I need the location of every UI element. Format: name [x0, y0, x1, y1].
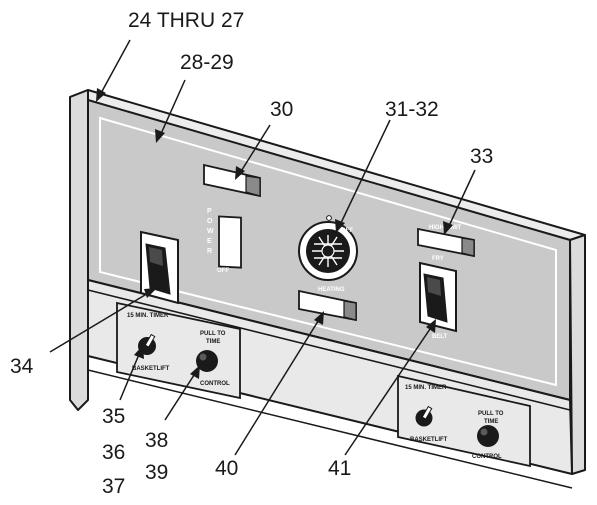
callout-31-32: 31-32	[385, 98, 439, 121]
housing-outline	[69, 89, 89, 411]
callout-40: 40	[215, 457, 239, 480]
arrow-34	[144, 288, 157, 298]
belt-label: BELT	[432, 334, 448, 340]
left-timer-title: 15 MIN. TIMER	[127, 313, 169, 319]
callout-41: 41	[328, 457, 352, 480]
shelf-edge-line	[87, 289, 571, 411]
callout-38: 38	[145, 429, 169, 452]
leader-28-29	[159, 79, 186, 137]
fry-belt-rocker-highlight	[427, 277, 441, 296]
power-label-w: W	[207, 228, 214, 235]
right-timer-pull-to: PULL TO	[478, 411, 504, 417]
thermostat-center	[321, 244, 335, 258]
leader-35	[119, 351, 141, 401]
high-limit-indicator-shadow	[461, 237, 475, 257]
power-off-label: OFF	[217, 268, 229, 274]
arrow-41	[426, 319, 436, 333]
left-timer-time: TIME	[206, 339, 220, 345]
callout-34: 34	[10, 355, 34, 378]
arrow-31-32	[335, 219, 345, 233]
arrow-33	[443, 221, 453, 235]
leader-41	[344, 325, 433, 456]
right-timer-basketlift: BASKETLIFT	[410, 437, 448, 443]
leader-33	[447, 169, 476, 229]
callout-35: 35	[102, 405, 126, 428]
callout-33: 33	[470, 145, 494, 168]
leader-lines	[49, 39, 476, 456]
right-timer-control-highlight	[480, 428, 488, 436]
power-switch-shadow	[245, 175, 261, 197]
power-indicator-window	[218, 215, 242, 269]
right-timer-control: CONTROL	[472, 454, 502, 460]
leader-34	[49, 291, 151, 353]
heating-label: HEATING	[318, 287, 345, 293]
arrow-30	[235, 166, 245, 180]
right-timer-time: TIME	[484, 419, 498, 425]
right-timer-control-knob	[477, 425, 499, 447]
callout-28-29: 28-29	[180, 51, 234, 74]
fry-label: FRY	[432, 256, 444, 262]
leader-24-27	[99, 39, 131, 96]
leader-31-32	[339, 119, 391, 226]
left-timer-basketlift: BASKETLIFT	[132, 366, 170, 372]
callout-36: 36	[102, 441, 126, 464]
arrow-35	[134, 345, 144, 359]
thermostat-off-label: OFF	[341, 228, 353, 234]
callout-39: 39	[145, 461, 169, 484]
right-timer-title: 15 MIN. TIMER	[405, 385, 447, 391]
right-timer-knob-pointer	[421, 405, 433, 420]
shelf-bottom-line	[87, 369, 573, 489]
left-timer-control: CONTROL	[200, 381, 230, 387]
power-label-e: E	[207, 238, 212, 245]
leader-40	[234, 317, 321, 456]
left-timer-box	[116, 301, 241, 400]
power-label-o: O	[207, 218, 213, 225]
heating-indicator-shadow	[343, 300, 357, 321]
power-label-p: P	[207, 208, 212, 215]
left-timer-control-highlight	[199, 353, 207, 361]
arrow-28-29	[155, 129, 165, 143]
arrow-24-27	[96, 88, 106, 102]
arrow-38	[190, 365, 200, 379]
callout-30: 30	[270, 98, 294, 121]
power-label-r: R	[207, 248, 212, 255]
left-timer-knob-pointer	[144, 333, 156, 348]
right-timer-box	[397, 374, 531, 468]
callout-24-thru-27: 24 THRU 27	[128, 9, 245, 32]
callout-37: 37	[102, 475, 126, 498]
leader-38	[164, 371, 197, 421]
panel-inner-border	[99, 116, 557, 387]
main-power-rocker-highlight	[149, 247, 163, 266]
left-timer-pull-to: PULL TO	[200, 331, 226, 337]
housing-right-edge	[569, 234, 586, 475]
arrow-40	[314, 311, 324, 325]
leader-30	[239, 124, 271, 174]
thermostat-indicator-dot	[326, 215, 332, 221]
